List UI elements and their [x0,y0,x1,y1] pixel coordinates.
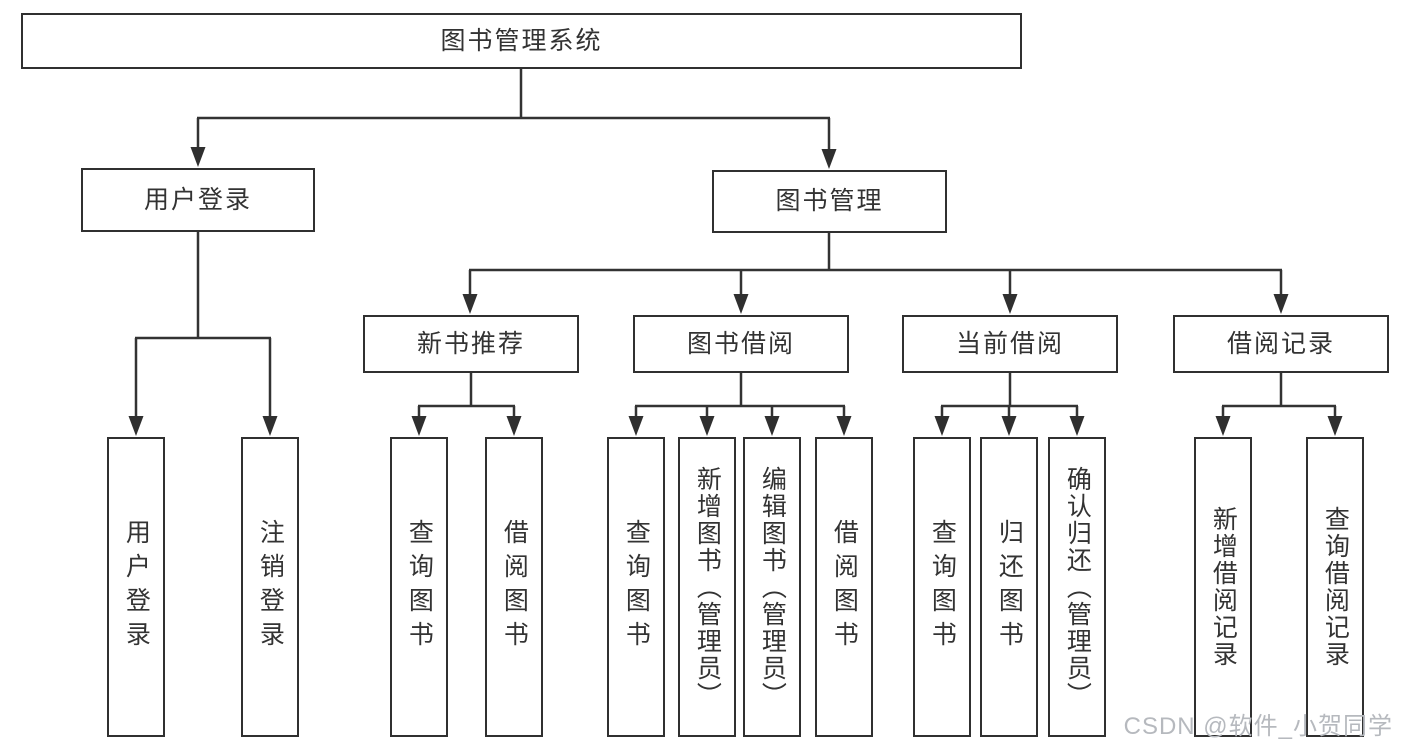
arrow-down-icon [462,294,478,314]
leaf-edit-book-admin: 编辑图书（管理员） [743,437,801,737]
arrow-down-icon [764,416,780,436]
connector-root-trunk [196,68,831,151]
leaf-confirm-return-admin: 确认归还（管理员） [1048,437,1106,737]
arrow-down-icon [190,147,206,167]
leaf-query-book-recommend: 查询图书 [390,437,448,737]
leaf-query-borrow-record: 查询借阅记录 [1306,437,1364,737]
arrow-down-icon [1215,416,1231,436]
leaf-borrow-book-borrow: 借阅图书 [815,437,873,737]
node-current-borrow: 当前借阅 [902,315,1118,373]
arrow-down-icon [1273,294,1289,314]
node-new-book-recommend: 新书推荐 [363,315,579,373]
connector-book-borrow [634,372,846,418]
connector-user-login [134,231,272,418]
leaf-query-book-borrow: 查询图书 [607,437,665,737]
node-book-management: 图书管理 [712,170,947,233]
arrow-down-icon [628,416,644,436]
leaf-user-login: 用户登录 [107,437,165,737]
leaf-return-book: 归还图书 [980,437,1038,737]
arrow-down-icon [411,416,427,436]
arrow-down-icon [1327,416,1343,436]
arrow-down-icon [506,416,522,436]
arrow-down-icon [733,294,749,314]
connector-new-book-recommend [417,372,516,418]
arrow-down-icon [836,416,852,436]
connector-current-borrow [940,372,1079,418]
node-user-login: 用户登录 [81,168,315,232]
arrow-down-icon [128,416,144,436]
arrow-down-icon [1001,416,1017,436]
leaf-add-book-admin: 新增图书（管理员） [678,437,736,737]
connector-borrow-record [1221,372,1337,418]
leaf-logout: 注销登录 [241,437,299,737]
node-book-borrow: 图书借阅 [633,315,849,373]
arrow-down-icon [699,416,715,436]
arrow-down-icon [934,416,950,436]
arrow-down-icon [1069,416,1085,436]
leaf-query-book-current: 查询图书 [913,437,971,737]
arrow-down-icon [262,416,278,436]
connector-book-management [468,232,1283,296]
csdn-watermark: CSDN @软件_小贺同学 [1123,713,1393,740]
leaf-add-borrow-record: 新增借阅记录 [1194,437,1252,737]
node-borrow-record: 借阅记录 [1173,315,1389,373]
leaf-borrow-book-recommend: 借阅图书 [485,437,543,737]
node-root: 图书管理系统 [21,13,1022,69]
arrow-down-icon [1002,294,1018,314]
arrow-down-icon [821,149,837,169]
